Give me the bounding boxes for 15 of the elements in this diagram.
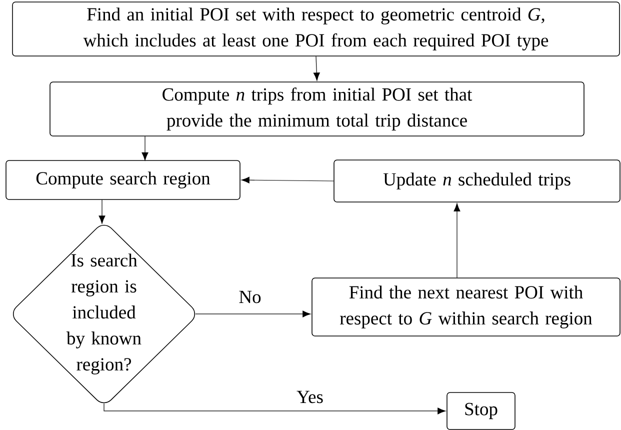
arrow: [313, 56, 320, 81]
process-box: Compute n trips from initial POI set that provide the minimum total trip distance: [50, 82, 584, 136]
process-box: Find the next nearest POI with respect to G within search region: [312, 278, 620, 336]
edge-label: No: [238, 290, 262, 304]
edge-label: Yes: [296, 390, 324, 404]
arrow: [195, 310, 311, 318]
arrow: [454, 203, 460, 212]
arrow: [104, 403, 446, 414]
process-box: Update n scheduled trips: [334, 160, 620, 202]
arrow: [142, 152, 148, 160]
process-box: Find an initial POI set with respect to geometric centroid G, which includes at least one POI from each required POI type: [12, 2, 620, 56]
arrow: [241, 176, 334, 184]
process-box: Compute search region: [6, 160, 240, 200]
process-box: Stop: [446, 392, 516, 430]
arrow: [98, 216, 106, 224]
